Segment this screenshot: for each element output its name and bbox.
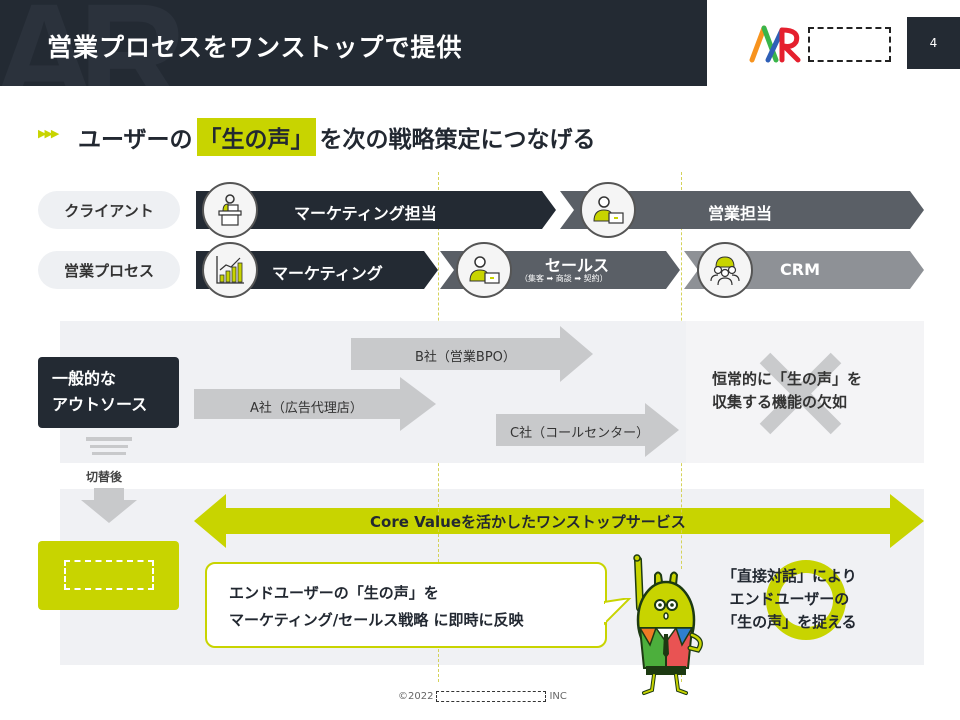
guide-line xyxy=(681,489,682,569)
company-brand-box xyxy=(38,541,179,610)
general-outsource-label: 一般的な アウトソース xyxy=(38,357,179,428)
heading-text-after: を次の戦略策定につなげる xyxy=(319,127,596,153)
speech-bubble: エンドユーザーの「生の声」を マーケティング/セールス戦略 に即時に反映 xyxy=(205,562,607,648)
direct-line2: エンドユーザーの xyxy=(729,590,850,608)
core-value-double-arrow xyxy=(194,494,924,548)
bullet-arrows-icon: ▶▶▶ xyxy=(38,127,59,140)
chevron-marketing-owner xyxy=(196,191,556,229)
segment-label: セールス xyxy=(545,256,610,275)
segment-label: 営業担当 xyxy=(708,204,773,223)
outsource-arrows xyxy=(86,326,842,457)
direct-line1: 「直接対話」により xyxy=(722,567,857,585)
outsource-label-line1: 一般的な xyxy=(52,369,117,388)
chart-growth-icon xyxy=(202,242,258,298)
arrow-label-c: C社（コールセンター） xyxy=(510,426,650,441)
company-name-placeholder xyxy=(64,560,154,590)
company-name-placeholder xyxy=(808,27,891,62)
arrow-c-company xyxy=(496,403,679,457)
direct-line3: 「生の声」を捉える xyxy=(722,613,857,631)
mascot-character-icon xyxy=(633,554,703,695)
direct-dialogue-text: 「直接対話」により エンドユーザーの 「生の声」を捉える xyxy=(722,565,857,634)
page-title: 営業プロセスをワンストップで提供 xyxy=(47,33,463,62)
copyright-suffix: INC xyxy=(549,691,567,702)
down-arrow-icon xyxy=(81,488,137,523)
presenter-icon xyxy=(202,182,258,238)
company-logo xyxy=(749,25,801,63)
segment-label: CRM xyxy=(780,260,820,279)
chevron-sales-owner xyxy=(560,191,924,229)
header-bar: AR 営業プロセスをワンストップで提供 xyxy=(0,0,707,86)
arrow-a-company xyxy=(194,377,436,431)
segment-label: マーケティング xyxy=(272,264,383,283)
arrow-label-a: A社（広告代理店） xyxy=(250,401,363,416)
header-watermark: AR xyxy=(0,0,187,86)
section-heading: ユーザーの 「生の声」 を次の戦略策定につなげる xyxy=(78,118,596,156)
lack-of-voice-text: 恒常的に「生の声」を 収集する機能の欠如 xyxy=(712,368,862,414)
segment-label: マーケティング担当 xyxy=(294,204,437,223)
row-label-sales-process: 営業プロセス xyxy=(38,251,180,289)
lack-line1: 恒常的に「生の声」を xyxy=(712,370,863,388)
row-label-client: クライアント xyxy=(38,191,180,229)
footer: ©2022 INC xyxy=(398,691,567,702)
lack-line2: 収集する機能の欠如 xyxy=(712,393,848,411)
core-value-label: Core Valueを活かしたワンストップサービス xyxy=(370,513,686,531)
company-name-placeholder xyxy=(436,691,547,702)
heading-highlight: 「生の声」 xyxy=(196,118,316,156)
heading-text-before: ユーザーの xyxy=(78,127,193,153)
page-number: 4 xyxy=(907,17,960,69)
speech-line2: マーケティング/セールス戦略 に即時に反映 xyxy=(229,611,524,629)
team-gear-icon xyxy=(697,242,753,298)
salesperson-icon xyxy=(456,242,512,298)
copyright-year: ©2022 xyxy=(398,691,434,702)
arrow-b-company xyxy=(351,326,593,382)
speech-line1: エンドユーザーの「生の声」を xyxy=(229,584,439,602)
downshift-bars-icon xyxy=(86,437,132,455)
speech-bubble-tail xyxy=(604,598,632,626)
salesperson-icon xyxy=(580,182,636,238)
arrow-label-b: B社（営業BPO） xyxy=(415,350,516,365)
switch-label: 切替後 xyxy=(86,470,123,484)
outsource-label-line2: アウトソース xyxy=(52,395,148,414)
segment-sublabel: （集客 ➡ 商談 ➡ 契約） xyxy=(520,274,608,283)
x-mark-icon xyxy=(759,352,842,435)
